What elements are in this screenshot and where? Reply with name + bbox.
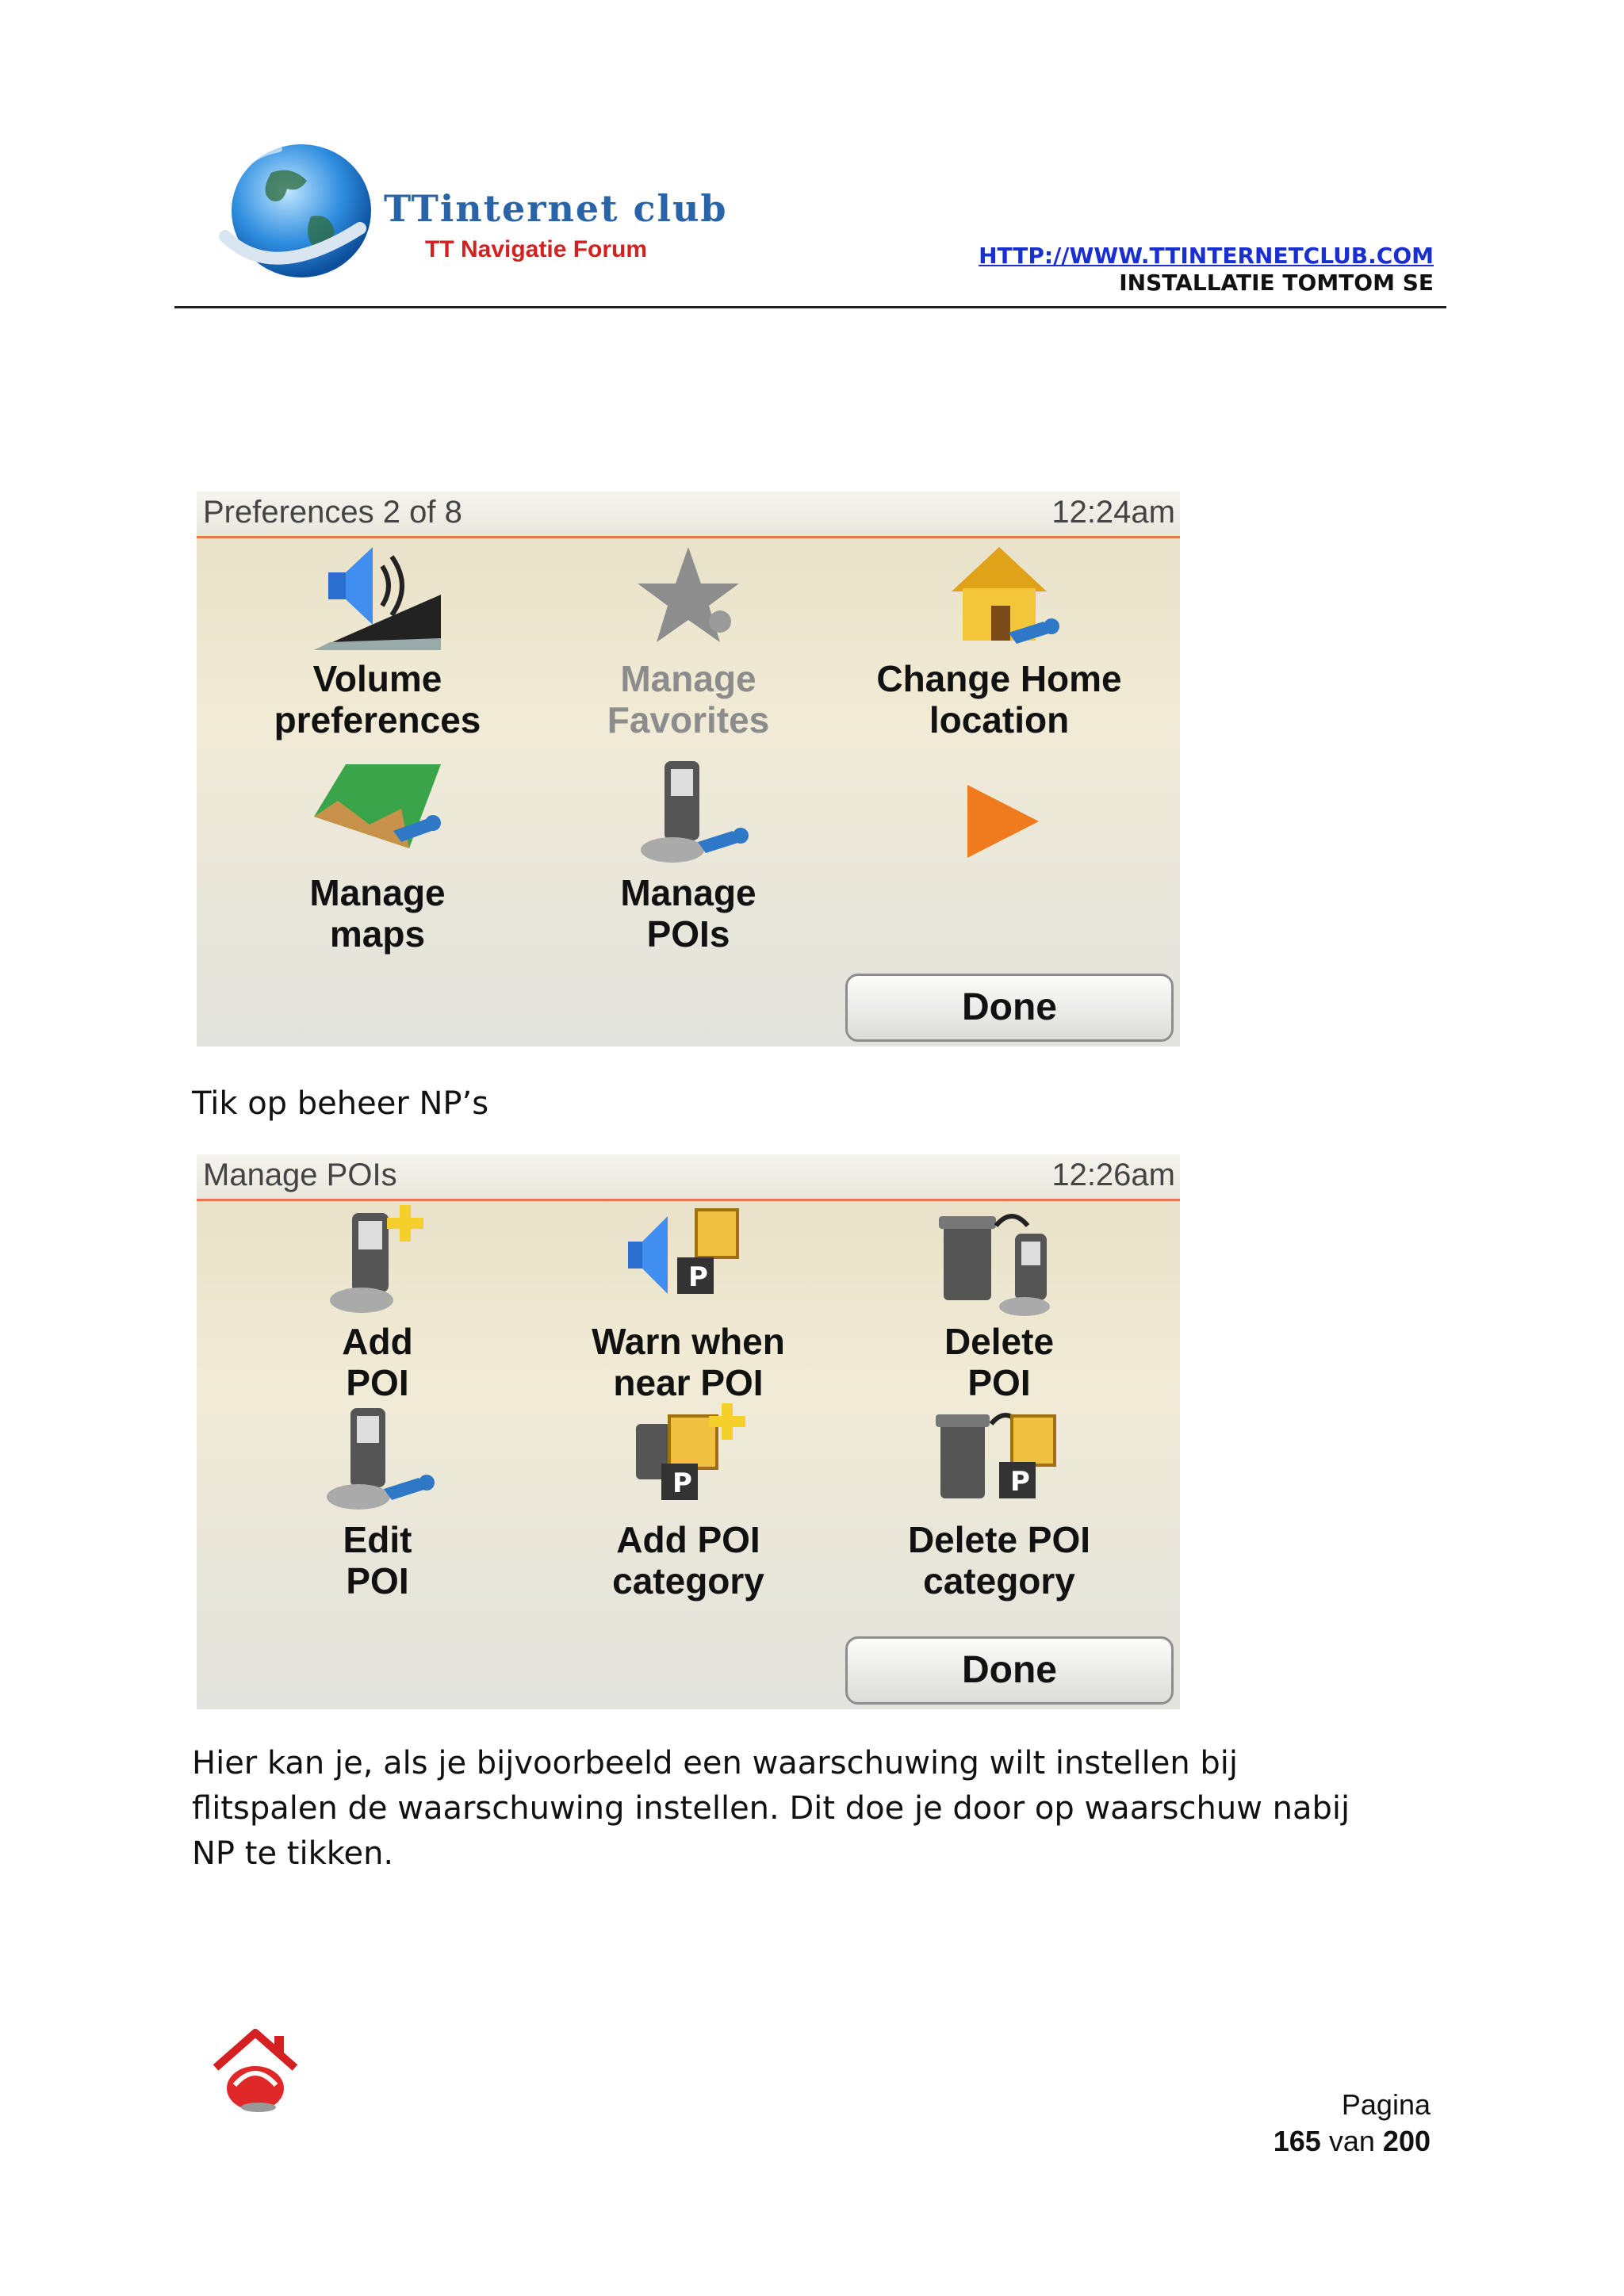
svg-text:P: P	[688, 1261, 708, 1293]
arrow-right-icon	[967, 785, 1039, 858]
poi-category-add-icon: P	[636, 1403, 745, 1500]
done-button[interactable]: Done	[845, 1636, 1174, 1705]
header-logo: TTinternet club TT Navigatie Forum	[216, 135, 726, 285]
trash-poi-icon	[939, 1214, 1050, 1316]
screen-title: Manage POIs	[203, 1158, 397, 1192]
home-wrench-icon	[952, 547, 1059, 644]
trash-poi-category-icon: P	[936, 1413, 1056, 1498]
page-number: 165 van 200	[1273, 2125, 1431, 2157]
page-label: Pagina	[1341, 2088, 1431, 2121]
poi-wrench-icon	[641, 761, 749, 863]
screen-title-bar: Preferences 2 of 8 12:24am	[197, 492, 1180, 538]
poi-add-icon	[330, 1205, 423, 1313]
header-url-link[interactable]: HTTP://WWW.TTINTERNETCLUB.COM	[979, 243, 1434, 269]
screen-title-bar: Manage POIs 12:26am	[197, 1154, 1180, 1201]
screen-title: Preferences 2 of 8	[203, 495, 462, 530]
paragraph-line: NP te tikken.	[192, 1835, 394, 1872]
logo-text: TTinternet club	[384, 187, 728, 230]
poi-wrench-icon	[327, 1408, 435, 1510]
caption-text: Tik op beheer NP’s	[192, 1085, 489, 1122]
svg-text:P: P	[1010, 1466, 1030, 1498]
map-wrench-icon	[314, 764, 441, 848]
next-page-button[interactable]	[848, 753, 1150, 959]
house-hand-logo-icon	[213, 2029, 298, 2112]
speaker-poi-warning-icon: P	[628, 1208, 739, 1294]
paragraph-line: Hier kan je, als je bijvoorbeeld een waa…	[192, 1745, 1239, 1781]
paragraph-line: flitspalen de waarschuwing instellen. Di…	[192, 1790, 1350, 1827]
globe-logo-icon	[219, 144, 371, 277]
svg-text:P: P	[672, 1468, 692, 1499]
speaker-volume-icon	[314, 547, 441, 650]
header-title: INSTALLATIE TOMTOM SE	[1119, 270, 1434, 296]
screen-clock: 12:26am	[1051, 1158, 1175, 1192]
star-wrench-icon	[638, 547, 739, 642]
screen-clock: 12:24am	[1051, 495, 1175, 530]
logo-subtitle: TT Navigatie Forum	[425, 236, 648, 262]
body-paragraph: Hier kan je, als je bijvoorbeeld een waa…	[192, 1741, 1461, 1877]
header-divider	[174, 306, 1446, 308]
done-button[interactable]: Done	[845, 974, 1174, 1042]
